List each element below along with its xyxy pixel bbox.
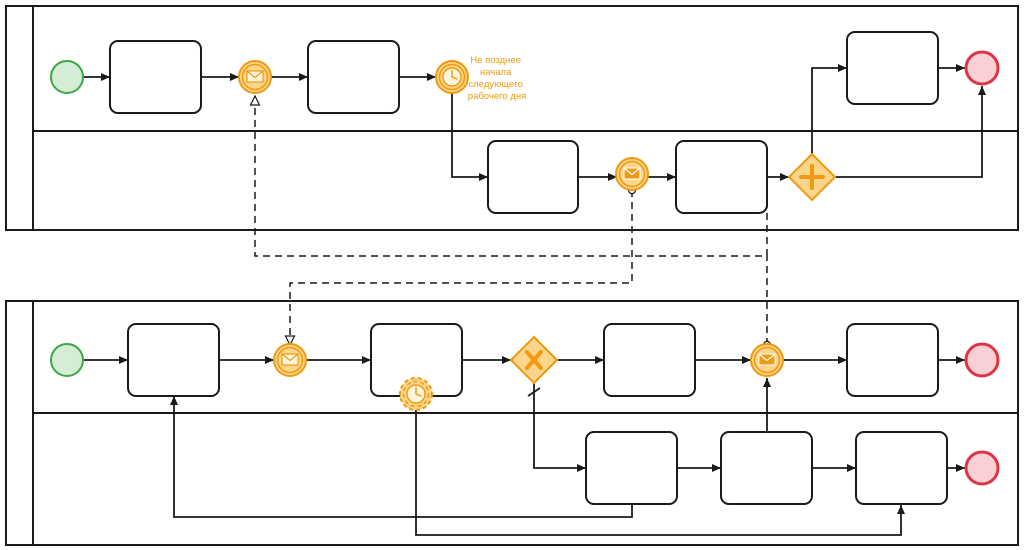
parallel-gateway[interactable] bbox=[787, 152, 837, 202]
seq-flow bbox=[811, 64, 847, 154]
seq-flow-timer-escalation bbox=[415, 410, 905, 536]
message-catch-event[interactable] bbox=[273, 343, 307, 377]
task[interactable] bbox=[675, 140, 768, 214]
exclusive-gateway[interactable] bbox=[509, 335, 559, 385]
envelope-icon bbox=[623, 167, 641, 180]
exclusive-x-icon bbox=[525, 350, 543, 370]
envelope-icon bbox=[246, 70, 264, 83]
task[interactable] bbox=[487, 140, 579, 214]
seq-flow bbox=[451, 93, 488, 181]
task[interactable] bbox=[603, 323, 696, 397]
end-event[interactable] bbox=[964, 450, 1000, 486]
message-catch-event[interactable] bbox=[238, 60, 272, 94]
envelope-icon bbox=[758, 353, 776, 366]
message-flow-gateway-to-catch bbox=[249, 94, 768, 257]
tasks-pool-2 bbox=[127, 323, 948, 505]
clock-icon bbox=[406, 384, 426, 404]
message-flows bbox=[249, 94, 772, 350]
task[interactable] bbox=[307, 40, 400, 114]
message-throw-event[interactable] bbox=[615, 157, 649, 191]
end-event[interactable] bbox=[964, 50, 1000, 86]
sequence-flows-pool-2 bbox=[83, 356, 965, 536]
task[interactable] bbox=[855, 431, 948, 505]
task[interactable] bbox=[846, 323, 939, 397]
task[interactable] bbox=[846, 31, 939, 105]
sequence-flows-pool-1 bbox=[83, 64, 986, 181]
envelope-icon bbox=[281, 353, 299, 366]
end-event[interactable] bbox=[964, 342, 1000, 378]
start-event[interactable] bbox=[50, 343, 84, 377]
parallel-plus-icon bbox=[799, 164, 825, 190]
task[interactable] bbox=[127, 323, 220, 397]
boundary-timer-event[interactable] bbox=[399, 377, 433, 411]
timer-annotation: Не позднее начала следующего рабочего дн… bbox=[468, 55, 526, 102]
timer-catch-event[interactable] bbox=[435, 60, 469, 94]
start-event[interactable] bbox=[50, 60, 84, 94]
task[interactable] bbox=[585, 431, 678, 505]
seq-flow-loop-back bbox=[170, 396, 633, 518]
task[interactable] bbox=[720, 431, 813, 505]
message-throw-event[interactable] bbox=[750, 343, 784, 377]
task[interactable] bbox=[109, 40, 202, 114]
message-flow-throw-to-pool2 bbox=[284, 185, 637, 347]
tasks-pool-1 bbox=[109, 31, 939, 214]
clock-icon bbox=[442, 67, 462, 87]
seq-flow-default bbox=[533, 383, 586, 472]
start-end-events bbox=[50, 50, 1000, 486]
seq-flow bbox=[835, 86, 986, 178]
default-flow-slash bbox=[527, 387, 541, 397]
